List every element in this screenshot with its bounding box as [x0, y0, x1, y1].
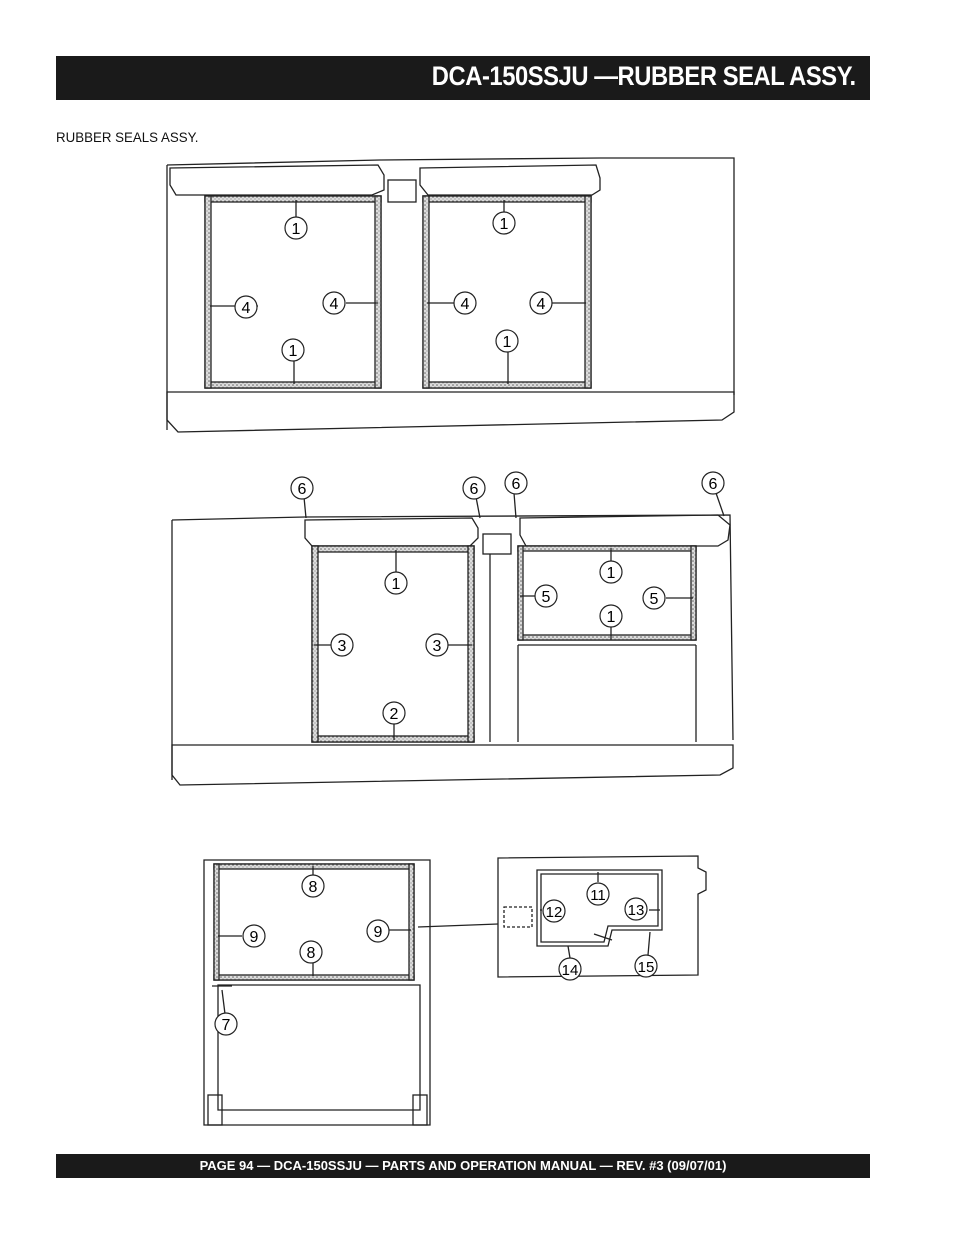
svg-text:11: 11 [590, 887, 606, 904]
callout-6: 6 [504, 471, 528, 495]
svg-text:14: 14 [562, 962, 579, 979]
callout-3: 3 [425, 633, 449, 657]
title-bar: DCA-150SSJU —RUBBER SEAL ASSY. [56, 56, 870, 100]
page-footer: PAGE 94 — DCA-150SSJU — PARTS AND OPERAT… [199, 1158, 727, 1173]
callout-15: 15 [634, 954, 658, 978]
callout-9: 9 [366, 919, 390, 943]
svg-text:9: 9 [250, 929, 259, 946]
svg-text:4: 4 [461, 296, 470, 313]
svg-text:1: 1 [392, 576, 401, 593]
svg-text:13: 13 [628, 902, 645, 919]
svg-text:1: 1 [289, 343, 298, 360]
svg-text:15: 15 [638, 959, 655, 976]
callout-11: 11 [586, 882, 610, 906]
callout-1: 1 [492, 211, 516, 235]
svg-text:3: 3 [338, 638, 347, 655]
svg-text:2: 2 [390, 706, 399, 723]
view-end-panels [203, 855, 707, 1126]
callout-4: 4 [453, 291, 477, 315]
callout-6: 6 [701, 471, 725, 495]
svg-text:6: 6 [512, 476, 521, 493]
callout-1: 1 [284, 216, 308, 240]
svg-text:5: 5 [650, 591, 659, 608]
callout-2: 2 [382, 701, 406, 725]
callout-4: 4 [234, 295, 258, 319]
callout-4: 4 [529, 291, 553, 315]
callout-1: 1 [599, 604, 623, 628]
svg-text:5: 5 [542, 589, 551, 606]
callouts: 1 4 4 1 1 4 4 1 6 6 6 6 1 3 3 2 1 5 5 1 … [214, 211, 725, 1036]
callout-1: 1 [281, 338, 305, 362]
svg-text:3: 3 [433, 638, 442, 655]
section-heading: RUBBER SEALS ASSY. [56, 129, 199, 145]
callout-14: 14 [558, 957, 582, 981]
svg-text:1: 1 [503, 334, 512, 351]
svg-text:8: 8 [309, 879, 318, 896]
svg-text:12: 12 [546, 904, 563, 921]
callout-5: 5 [534, 584, 558, 608]
callout-3: 3 [330, 633, 354, 657]
callout-1: 1 [599, 560, 623, 584]
callout-13: 13 [624, 897, 648, 921]
svg-text:6: 6 [470, 481, 479, 498]
svg-text:6: 6 [709, 476, 718, 493]
callout-6: 6 [462, 476, 486, 500]
callout-8: 8 [301, 874, 325, 898]
svg-text:1: 1 [292, 221, 301, 238]
view-side-panel [171, 492, 734, 786]
svg-text:4: 4 [330, 296, 339, 313]
view-top-panel [166, 157, 735, 433]
footer-bar: PAGE 94 — DCA-150SSJU — PARTS AND OPERAT… [56, 1154, 870, 1178]
svg-text:1: 1 [607, 565, 616, 582]
svg-text:6: 6 [298, 481, 307, 498]
callout-8: 8 [299, 940, 323, 964]
svg-text:7: 7 [222, 1017, 231, 1034]
callout-1: 1 [384, 571, 408, 595]
callout-7: 7 [214, 1012, 238, 1036]
svg-text:1: 1 [500, 216, 509, 233]
svg-text:1: 1 [607, 609, 616, 626]
svg-text:9: 9 [374, 924, 383, 941]
svg-text:4: 4 [537, 296, 546, 313]
callout-6: 6 [290, 476, 314, 500]
svg-text:4: 4 [242, 300, 251, 317]
page-title: DCA-150SSJU —RUBBER SEAL ASSY. [432, 61, 856, 91]
callout-9: 9 [242, 924, 266, 948]
callout-5: 5 [642, 586, 666, 610]
svg-text:8: 8 [307, 945, 316, 962]
callout-4: 4 [322, 291, 346, 315]
callout-12: 12 [542, 899, 566, 923]
callout-1: 1 [495, 329, 519, 353]
